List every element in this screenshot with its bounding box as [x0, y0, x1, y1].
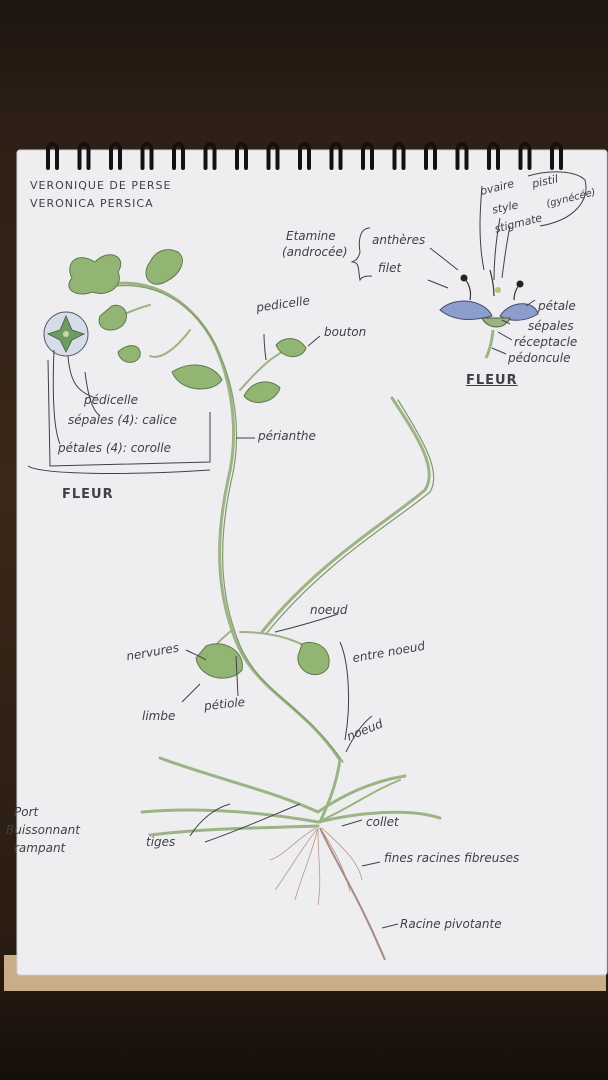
title-common-name: VERONIQUE DE PERSE — [30, 179, 172, 192]
spiral-ring — [487, 142, 500, 170]
label-perianthe: périanthe — [258, 429, 316, 443]
label-androcee: (androcée) — [282, 245, 348, 259]
label-collet: collet — [366, 815, 399, 829]
label-tiges: tiges — [146, 835, 176, 849]
heading-fleur-left: FLEUR — [62, 487, 114, 502]
spiral-ring — [392, 142, 406, 170]
spiral-ring — [109, 142, 122, 170]
spiral-ring — [361, 142, 374, 170]
label-port: Port — [14, 805, 39, 819]
spiral-ring — [298, 142, 311, 170]
spiral-ring — [140, 142, 154, 170]
spiral-ring — [266, 142, 280, 170]
spiral-ring — [550, 142, 563, 170]
spiral-ring — [203, 142, 217, 170]
spiral-ring — [455, 142, 469, 170]
label-antheres: anthères — [372, 233, 426, 247]
leaf-lower-left — [171, 364, 223, 390]
plant-stem-system — [86, 281, 442, 837]
paper-sheet — [17, 150, 607, 975]
label-pedoncule: pédoncule — [508, 351, 571, 365]
leaf-bud — [275, 338, 307, 358]
root-system — [269, 827, 386, 961]
plant-leaves — [68, 249, 330, 679]
leaf-mid-left — [98, 304, 127, 331]
label-petales-corolle: pétales (4): corolle — [58, 441, 171, 455]
annotation-lines — [27, 171, 587, 929]
heading-fleur-detail: FLEUR — [466, 373, 518, 388]
label-etamine: Etamine — [286, 229, 336, 243]
spiral-ring — [172, 142, 185, 170]
leaf-near-bud — [243, 381, 281, 403]
leaf-right-node — [297, 642, 330, 676]
spiral-ring — [46, 142, 59, 170]
label-limbe: limbe — [142, 709, 176, 723]
label-noeud-upper: noeud — [310, 603, 348, 617]
label-pedicelle-flower: pédicelle — [84, 393, 138, 407]
label-racine-pivotante: Racine pivotante — [400, 917, 502, 931]
label-sepales-detail: sépales — [528, 319, 574, 333]
leaf-top-left — [68, 254, 121, 295]
spiral-ring — [424, 142, 437, 170]
spiral-ring — [77, 142, 91, 170]
label-receptacle: réceptacle — [514, 335, 578, 349]
leaf-top-right — [145, 249, 183, 285]
label-rampant: rampant — [14, 841, 66, 855]
label-buissonnant: Buissonnant — [6, 823, 80, 837]
spiral-binding — [46, 142, 563, 170]
label-filet: filet — [378, 261, 402, 275]
label-fines-racines: fines racines fibreuses — [384, 851, 520, 865]
leaf-nervures — [195, 643, 243, 679]
label-bouton: bouton — [324, 325, 367, 339]
label-petale: pétale — [538, 299, 576, 313]
spiral-ring — [235, 142, 248, 170]
spiral-ring — [518, 142, 532, 170]
spiral-ring — [329, 142, 343, 170]
leaf-small — [117, 345, 141, 363]
left-flower — [43, 311, 89, 357]
label-sepales-calice: sépales (4): calice — [68, 413, 177, 427]
title-latin-name: VERONICA PERSICA — [30, 197, 154, 210]
